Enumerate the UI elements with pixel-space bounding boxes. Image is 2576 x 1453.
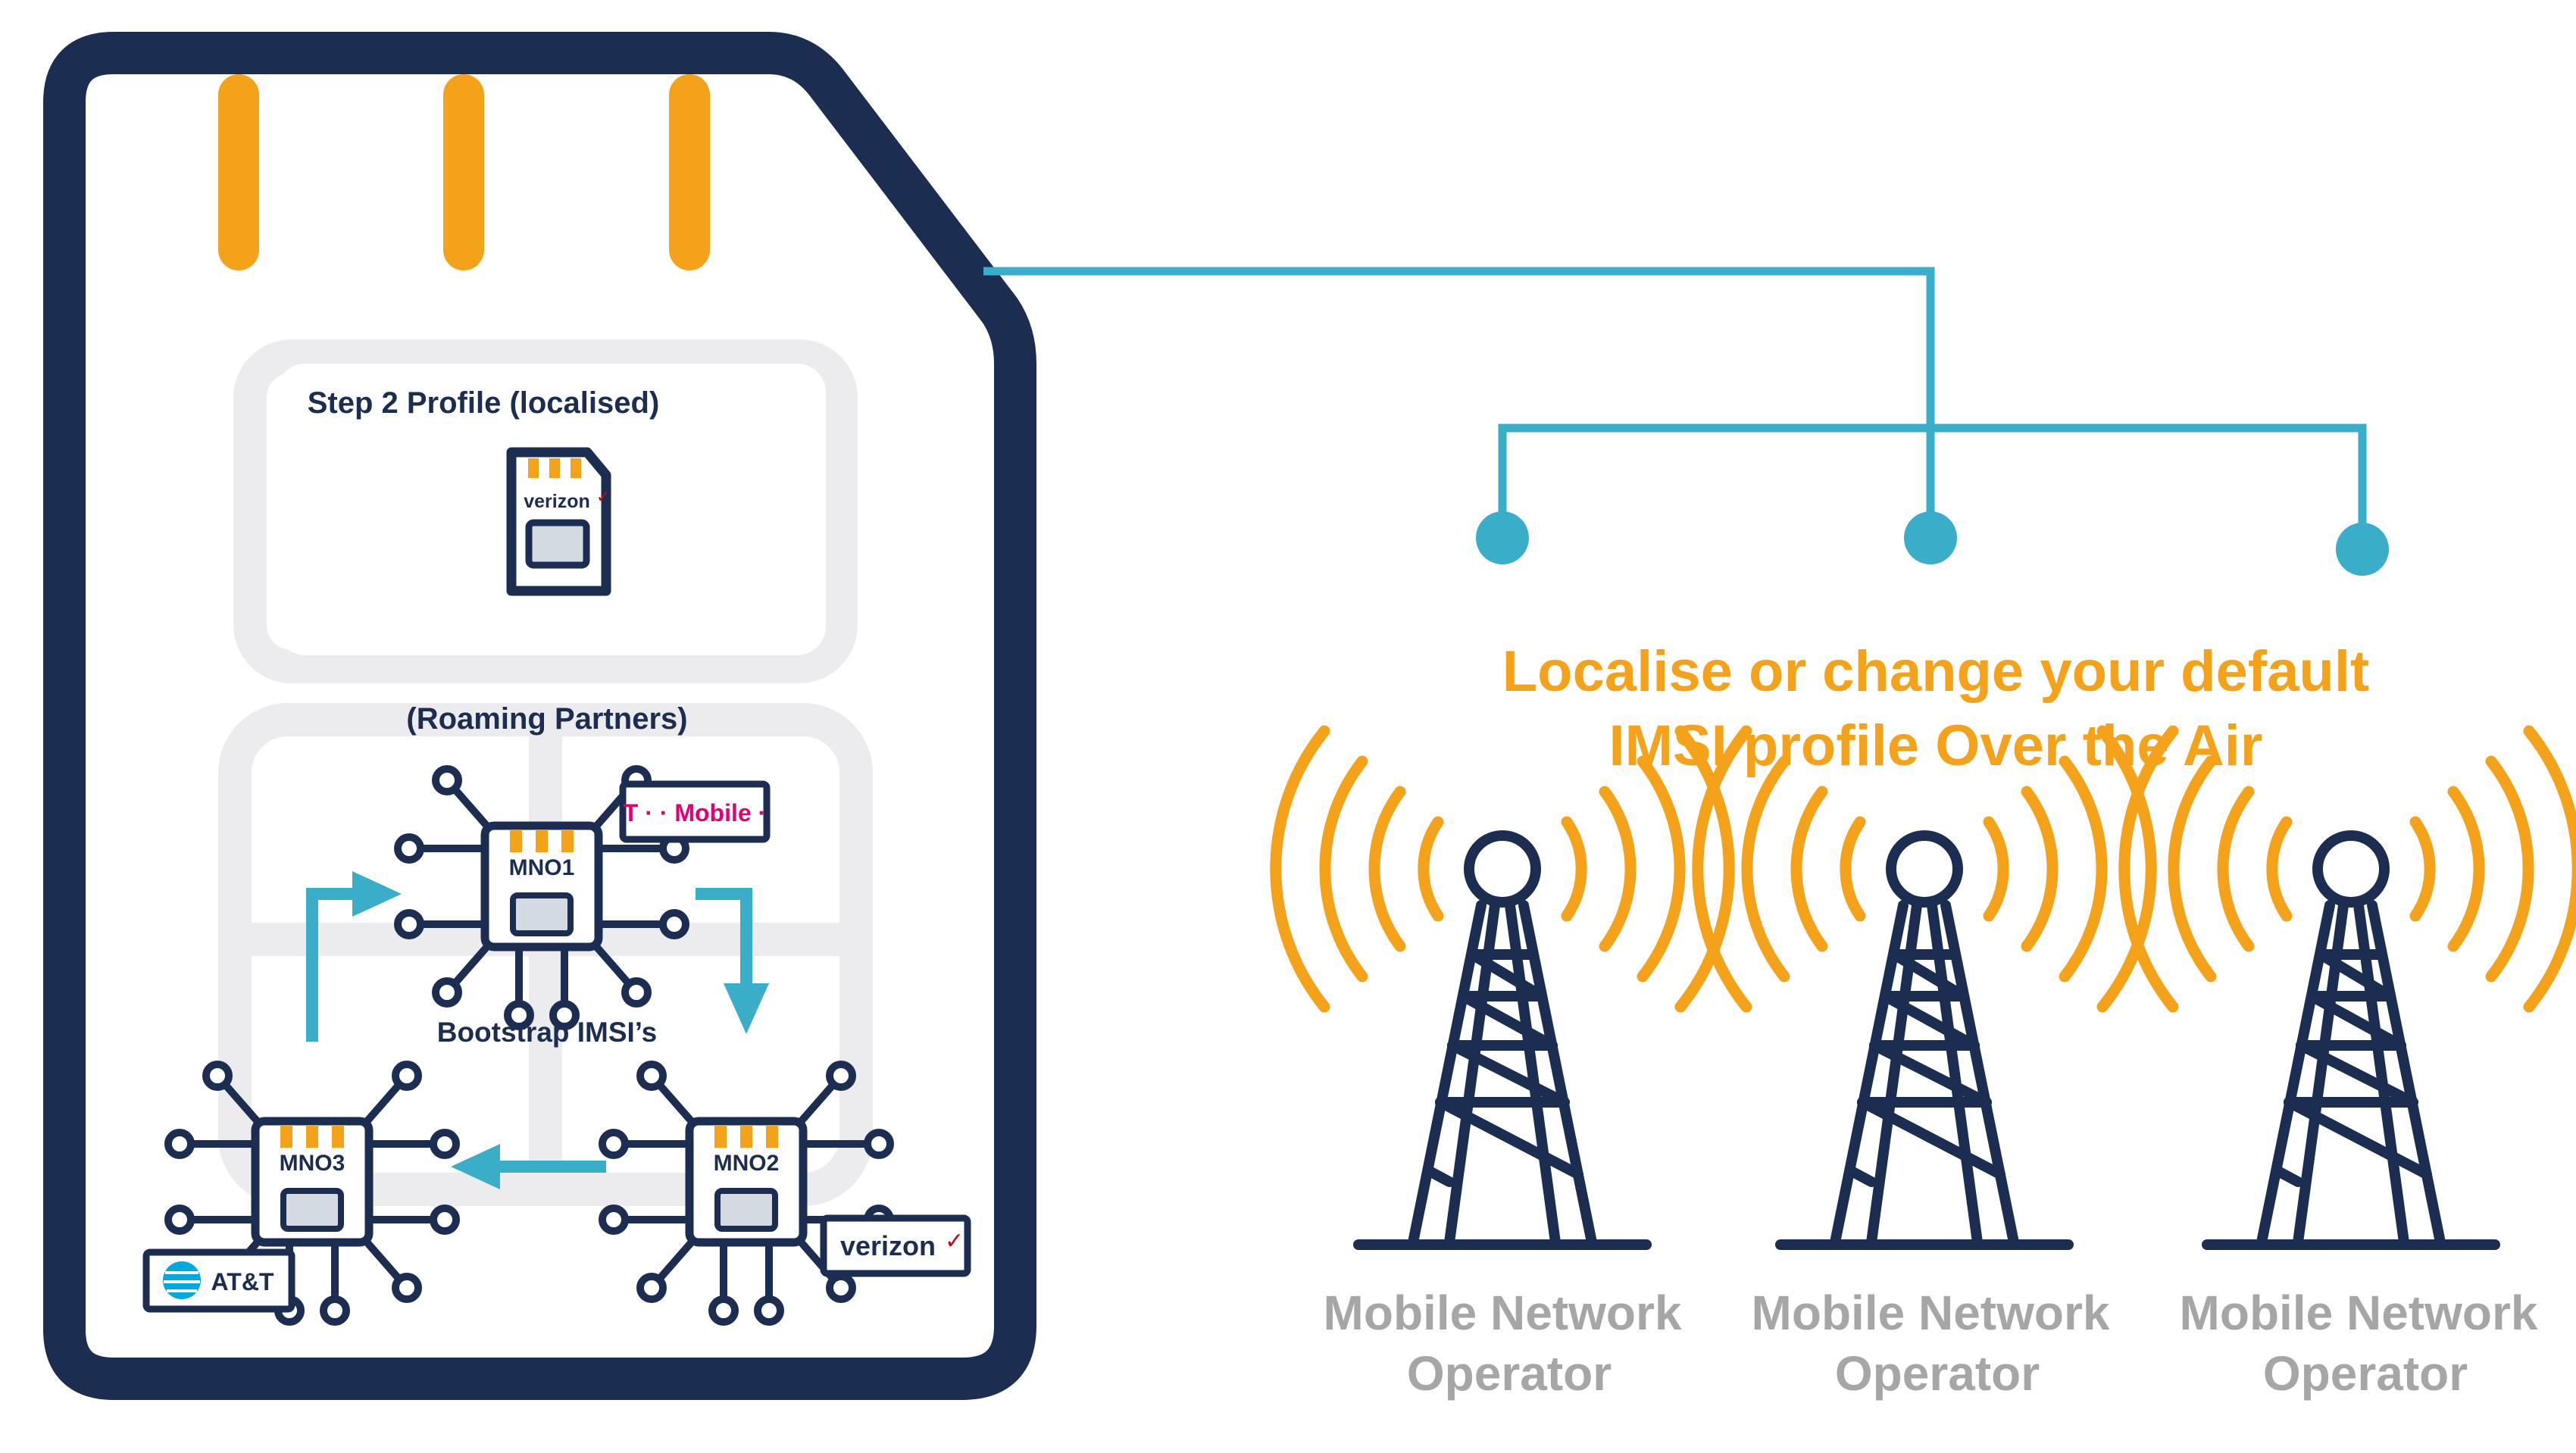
connector-dot-3 — [2336, 523, 2389, 576]
verizon-sim-icon: verizon ✓ — [506, 447, 611, 596]
tower-3-caption-line1: Mobile Network — [2180, 1286, 2538, 1340]
tower-2-caption-line1: Mobile Network — [1752, 1286, 2110, 1340]
headline-line1: Localise or change your default — [1502, 639, 2370, 704]
tmobile-brand: T · · Mobile · — [624, 799, 766, 826]
tower-2-caption-line2: Operator — [1835, 1346, 2040, 1401]
tmobile-badge: T · · Mobile · — [619, 780, 771, 843]
connector-endpoints — [1476, 511, 2389, 576]
tower-1-caption-line2: Operator — [1407, 1346, 1612, 1401]
tower-1-caption-line1: Mobile Network — [1324, 1286, 1682, 1340]
att-brand: AT&T — [211, 1268, 274, 1295]
cycle-arrows — [306, 871, 769, 1189]
connector-dot-1 — [1476, 511, 1529, 564]
chip-mno1-label: MNO1 — [509, 855, 575, 880]
chip-mno3-label: MNO3 — [280, 1151, 345, 1176]
tower-3-caption-line2: Operator — [2263, 1346, 2468, 1401]
connector-dot-2 — [1904, 511, 1957, 564]
sim-contact-pins — [218, 74, 710, 270]
verizon-badge: verizon ✓ — [820, 1214, 971, 1277]
chip-mno3: MNO3 — [168, 1064, 456, 1322]
arrow-mno3-to-mno1 — [306, 888, 352, 1042]
verizon-brand: verizon — [840, 1230, 936, 1261]
chip-mno1: MNO1 — [398, 769, 686, 1026]
roaming-partners-label: (Roaming Partners) — [406, 702, 687, 736]
cell-tower-2 — [1698, 731, 2151, 1245]
arrow-mno1-to-mno2 — [696, 888, 752, 989]
cell-tower-3 — [2124, 731, 2576, 1245]
step2-profile-label: Step 2 Profile (localised) — [308, 386, 660, 420]
chip-mno2-label: MNO2 — [714, 1151, 780, 1176]
chip-mno2: MNO2 — [602, 1064, 890, 1322]
verizon-sim-brand: verizon — [524, 491, 590, 512]
bootstrap-imsi-label: Bootstrap IMSI’s — [437, 1017, 658, 1048]
verizon-check-icon: ✓ — [596, 487, 610, 506]
sim-card: Step 2 Profile (localised) verizon ✓ (Ro… — [43, 32, 1036, 1400]
verizon-badge-check-icon: ✓ — [945, 1229, 964, 1254]
att-badge: AT&T — [142, 1248, 295, 1313]
connector-tree — [983, 267, 2367, 549]
cell-tower-1 — [1276, 731, 1729, 1245]
